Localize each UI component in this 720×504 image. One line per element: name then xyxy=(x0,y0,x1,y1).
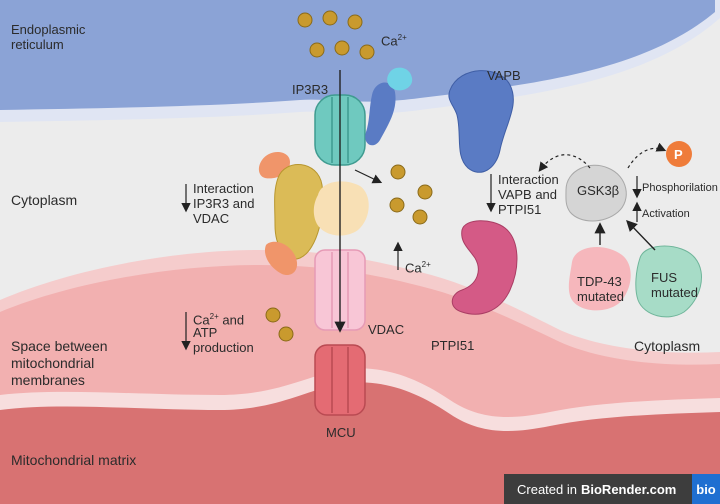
atp-note-1: Ca2+ and xyxy=(193,312,245,328)
biorender-logo-icon: bio xyxy=(692,474,720,504)
vapb-ptpi51-note-1: Interaction xyxy=(498,172,559,187)
phosphate-icon xyxy=(666,141,692,167)
er-lumen xyxy=(0,0,715,110)
phosphate-label: P xyxy=(674,147,683,162)
matrix-label: Mitochondrial matrix xyxy=(11,452,137,468)
vdac-label: VDAC xyxy=(368,322,405,337)
activation-note: Activation xyxy=(642,208,690,220)
cytoplasm-label-right: Cytoplasm xyxy=(634,338,701,354)
gsk-to-p-arrow xyxy=(627,142,667,169)
mito-matrix xyxy=(0,382,720,504)
vapb-protein xyxy=(448,70,514,173)
grp75-protein xyxy=(365,82,396,146)
ip3r3-vdac-note-2: IP3R3 and xyxy=(193,196,255,211)
ip3r3-vdac-note-3: VDAC xyxy=(193,211,230,226)
ip3r3-vdac-note-1: Interaction xyxy=(193,181,254,196)
calcium-ions-er xyxy=(297,10,375,60)
badge-created-text: Created in xyxy=(517,481,577,497)
ip3r3-label: IP3R3 xyxy=(292,82,329,97)
ca-label-cyto: Ca2+ xyxy=(405,260,431,276)
gsk-to-vapb-arrow xyxy=(538,154,591,172)
fus-label-1: FUS xyxy=(651,270,677,285)
phosphorilation-note: Phosphorilation xyxy=(642,182,718,194)
ca-label-er: Ca2+ xyxy=(381,33,407,49)
sigma-protein xyxy=(313,181,369,236)
tdp43-label-2: mutated xyxy=(577,289,624,304)
grp75-yellow xyxy=(274,163,324,260)
tdp43-protein xyxy=(568,246,631,311)
gsk3b-label: GSK3β xyxy=(577,183,620,198)
mcu-label: MCU xyxy=(326,425,356,440)
vapb-ptpi51-note-2: VAPB and xyxy=(498,187,558,202)
biorender-badge[interactable]: Created in BioRender.com bio xyxy=(504,474,720,504)
ims-label-3: membranes xyxy=(11,372,85,388)
fus-protein xyxy=(635,245,702,318)
tdp43-label-1: TDP-43 xyxy=(577,274,622,289)
mcu-channel xyxy=(314,344,366,416)
vapb-label: VAPB xyxy=(487,68,521,83)
er-label-1: Endoplasmic xyxy=(11,22,86,37)
calcium-ions-cyto xyxy=(389,164,433,225)
ims-label-1: Space between xyxy=(11,338,108,354)
badge-brand-text: BioRender.com xyxy=(580,481,677,497)
cytoplasm-label-left: Cytoplasm xyxy=(11,192,78,208)
gsk3b-protein xyxy=(565,164,627,222)
atp-note-3: production xyxy=(193,340,254,355)
fus-to-gsk-arrow xyxy=(626,219,656,251)
vapb-ptpi51-note-3: PTPI51 xyxy=(498,202,542,217)
ptpi51-protein xyxy=(451,220,518,315)
fus-label-2: mutated xyxy=(651,285,698,300)
atp-note-2: ATP xyxy=(193,325,218,340)
er-label-2: reticulum xyxy=(11,37,64,52)
ims-label-2: mitochondrial xyxy=(11,355,95,371)
cyan-cluster xyxy=(387,67,413,91)
calcium-ions-ims xyxy=(265,307,294,342)
grp75-orange-low xyxy=(264,241,298,276)
ptpi51-label: PTPI51 xyxy=(431,338,475,353)
